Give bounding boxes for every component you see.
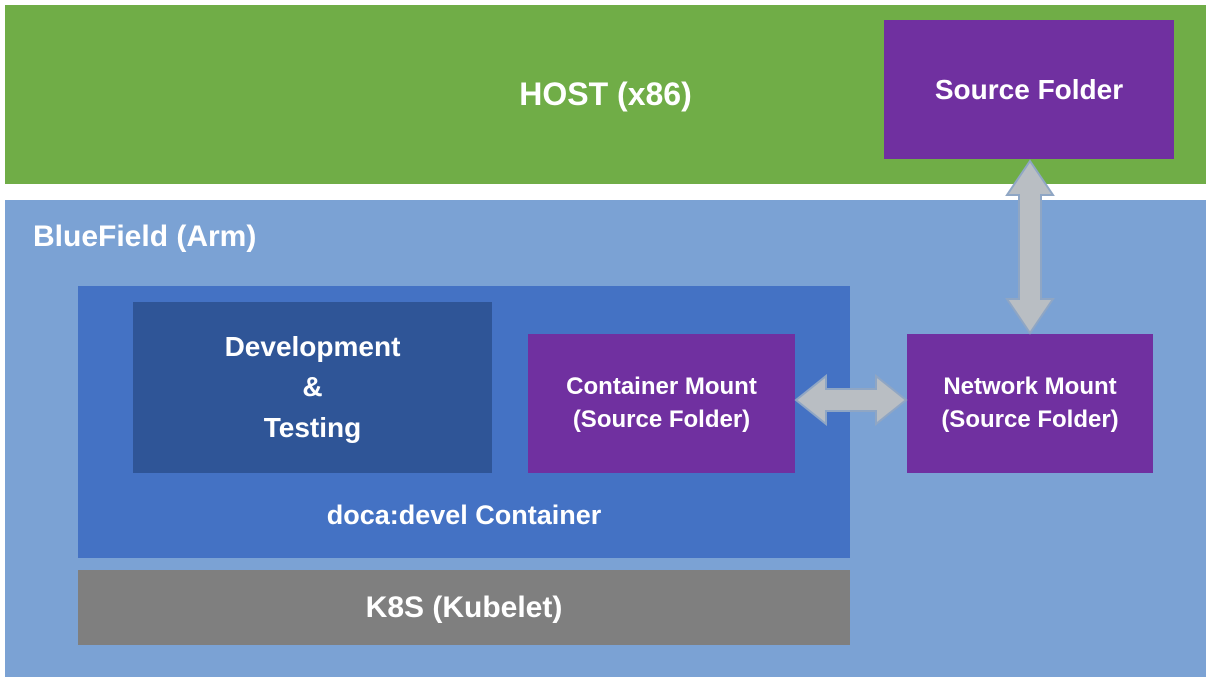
host-label: HOST (x86) xyxy=(519,76,692,112)
source-folder-label: Source Folder xyxy=(934,73,1124,105)
container-mount-line1: Container Mount xyxy=(566,373,757,401)
development-testing-box: Development & Testing xyxy=(133,302,492,473)
bluefield-label: BlueField (Arm) xyxy=(33,220,257,253)
k8s-kubelet-box: K8S (Kubelet) xyxy=(78,570,850,645)
source-folder-box: Source Folder xyxy=(884,20,1174,159)
network-mount-box: Network Mount (Source Folder) xyxy=(907,334,1153,473)
doca-devel-container-label: doca:devel Container xyxy=(326,499,602,530)
container-mount-line2: (Source Folder) xyxy=(572,405,751,433)
network-mount-line1: Network Mount xyxy=(943,373,1117,401)
development-testing-line3: Testing xyxy=(263,411,362,443)
network-mount-line2: (Source Folder) xyxy=(941,405,1119,433)
development-testing-line2: & xyxy=(302,371,323,403)
development-testing-line1: Development xyxy=(224,330,401,362)
container-mount-box: Container Mount (Source Folder) xyxy=(528,334,795,473)
k8s-kubelet-label: K8S (Kubelet) xyxy=(365,590,563,624)
